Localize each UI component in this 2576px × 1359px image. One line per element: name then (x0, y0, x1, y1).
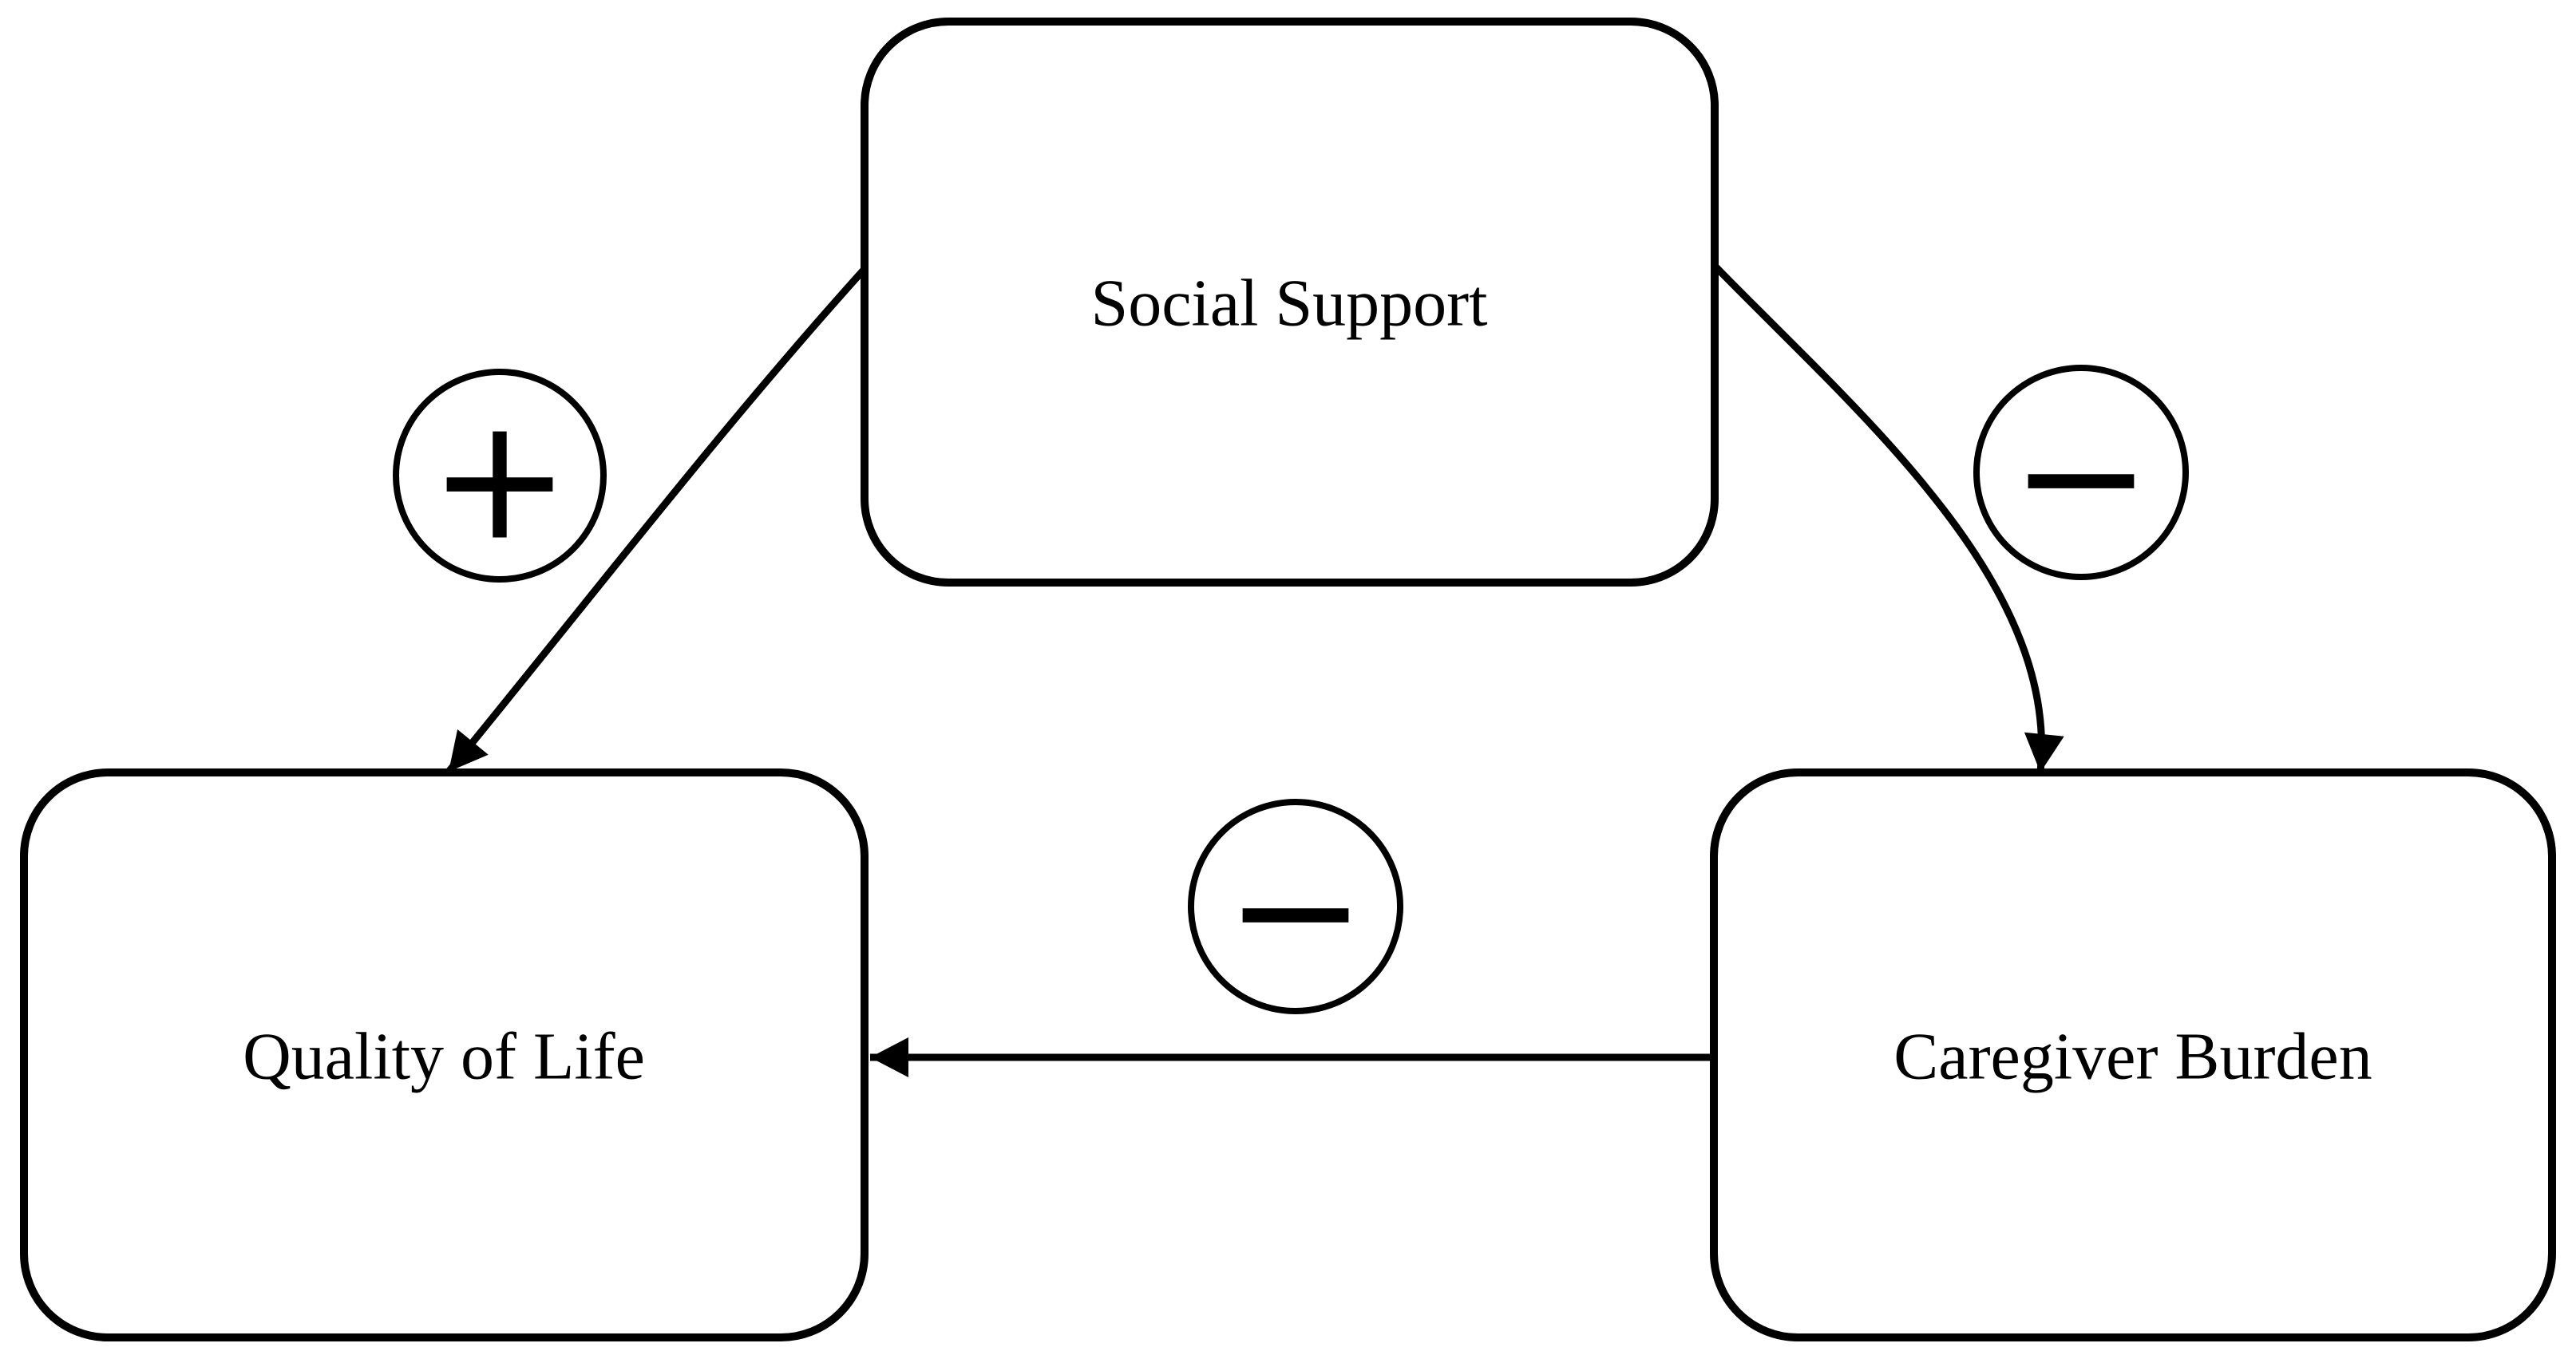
plus-sign-label: + (429, 381, 571, 578)
node-social-support: Social Support (861, 18, 1719, 587)
edge-social-support-to-caregiver-burden (1711, 263, 2064, 773)
node-caregiver-burden: Caregiver Burden (1710, 768, 2556, 1341)
node-quality-of-life-label: Quality of Life (243, 1020, 645, 1094)
node-quality-of-life-box (20, 768, 869, 1341)
edge-social-support-to-quality-of-life (445, 266, 868, 774)
sign-badge-positive: + (393, 369, 607, 583)
minus-sign-label: − (2010, 377, 2152, 575)
sign-badge-negative-right: − (1973, 365, 2189, 580)
node-quality-of-life: Quality of Life (20, 768, 869, 1341)
node-social-support-box (861, 18, 1719, 587)
plus-circle-icon (393, 369, 607, 583)
node-social-support-label: Social Support (1091, 267, 1488, 341)
node-caregiver-burden-box (1710, 768, 2556, 1341)
minus-circle-icon (1973, 365, 2189, 580)
node-caregiver-burden-label: Caregiver Burden (1893, 1020, 2372, 1094)
sign-badge-negative-middle: − (1188, 799, 1403, 1014)
minus-circle-icon (1188, 799, 1403, 1014)
minus-sign-label: − (1225, 812, 1367, 1009)
